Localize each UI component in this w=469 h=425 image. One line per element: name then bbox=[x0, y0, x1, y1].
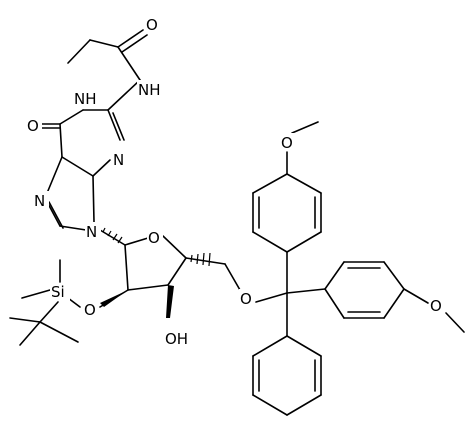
hash-bond bbox=[102, 227, 123, 244]
n3-label: N bbox=[113, 151, 124, 169]
bond bbox=[252, 173, 288, 194]
n7-label: N bbox=[34, 192, 45, 210]
methoxy-oxygen-top-label: O bbox=[281, 134, 293, 152]
wedge-bond bbox=[100, 287, 132, 307]
dmt-ether-oxygen-label: O bbox=[240, 290, 252, 308]
bond bbox=[286, 288, 326, 294]
bond bbox=[252, 231, 288, 253]
bond bbox=[286, 173, 322, 194]
bond bbox=[383, 288, 405, 319]
bond bbox=[39, 301, 59, 323]
bond bbox=[92, 159, 111, 177]
bond bbox=[121, 34, 148, 53]
atom-labels: O NH NH O N N N O OH O Si O O O bbox=[26, 16, 445, 348]
bond bbox=[59, 109, 84, 125]
bond bbox=[167, 257, 187, 286]
bond bbox=[9, 317, 41, 323]
bond bbox=[117, 29, 144, 48]
bond bbox=[445, 312, 465, 333]
bond bbox=[92, 175, 95, 223]
bonds bbox=[9, 29, 465, 416]
bond bbox=[59, 123, 63, 158]
bond bbox=[324, 261, 345, 290]
bond bbox=[19, 321, 41, 346]
methoxy-oxygen-right-label: O bbox=[430, 297, 442, 315]
bond bbox=[291, 121, 319, 134]
amide-oxygen-label: O bbox=[146, 16, 158, 34]
bond bbox=[48, 201, 64, 229]
bond bbox=[252, 335, 288, 357]
bond bbox=[117, 46, 141, 81]
bond bbox=[59, 225, 87, 231]
bond bbox=[286, 231, 322, 253]
stereo-wedges bbox=[100, 227, 211, 318]
amide-nh-label: NH bbox=[138, 81, 161, 99]
bond bbox=[286, 394, 322, 416]
bond bbox=[162, 235, 187, 259]
bond bbox=[21, 289, 51, 299]
bond bbox=[107, 109, 121, 141]
bond bbox=[185, 257, 226, 265]
bond bbox=[255, 292, 288, 303]
bond bbox=[286, 335, 322, 357]
silicon-label: Si bbox=[51, 283, 65, 301]
hydroxyl-label: OH bbox=[165, 330, 188, 348]
bond bbox=[324, 288, 345, 319]
bond bbox=[124, 244, 129, 291]
bond bbox=[89, 39, 119, 48]
n9-label: N bbox=[86, 223, 97, 241]
ring-oxygen-label: O bbox=[148, 229, 160, 247]
ketone-oxygen-label: O bbox=[27, 117, 39, 135]
bond bbox=[107, 79, 141, 111]
bond bbox=[383, 261, 405, 290]
hash-bond bbox=[190, 252, 211, 267]
bond bbox=[61, 156, 94, 177]
ring-nh-label: NH bbox=[74, 90, 97, 108]
wedge-bond bbox=[162, 284, 174, 318]
silyl-ether-oxygen-label: O bbox=[84, 301, 96, 319]
bond bbox=[99, 229, 126, 246]
bond bbox=[403, 288, 429, 304]
bond bbox=[39, 321, 79, 343]
bond bbox=[112, 112, 125, 141]
bond bbox=[124, 237, 149, 246]
bond bbox=[252, 394, 288, 416]
bond bbox=[127, 284, 169, 291]
bond bbox=[224, 263, 241, 291]
bond bbox=[67, 39, 91, 64]
